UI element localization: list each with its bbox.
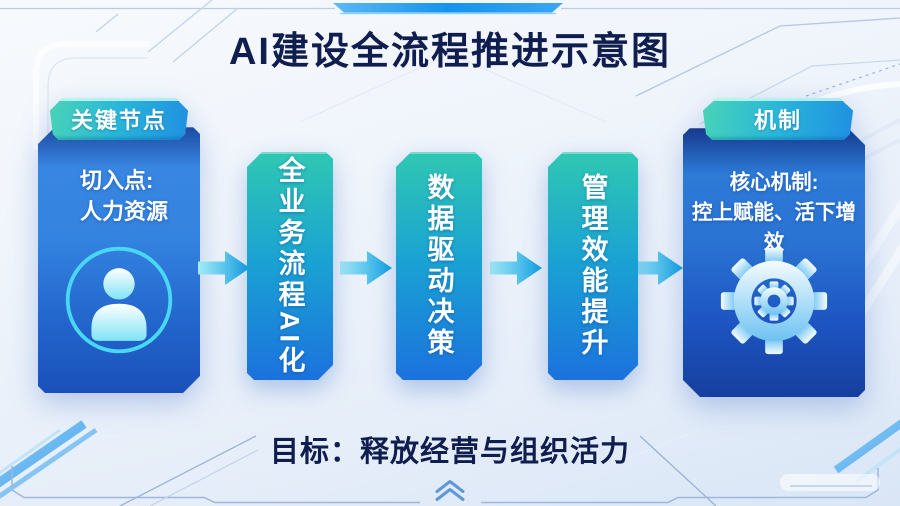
person-icon xyxy=(65,246,173,354)
flow-step-label-1: 全业务流程AI化 xyxy=(274,155,305,377)
flow-step-card-1: 全业务流程AI化 xyxy=(247,152,333,380)
key-node-text-line2: 人力资源 xyxy=(80,199,169,224)
mechanism-badge-label: 机制 xyxy=(753,108,802,133)
flow-step-label-2: 数据驱动决策 xyxy=(423,173,454,359)
key-node-text-line1: 切入点: xyxy=(80,168,154,193)
key-node-card: 关键节点 切入点: 人力资源 xyxy=(38,98,200,393)
flow-arrow-4 xyxy=(631,251,683,285)
flow-step-card-3: 管理效能提升 xyxy=(548,152,638,380)
key-node-badge: 关键节点 xyxy=(50,98,188,140)
double-chevron-up-icon xyxy=(435,480,465,501)
mechanism-card: 机制 核心机制: 控上赋能、活下增效 xyxy=(683,98,865,397)
mechanism-badge: 机制 xyxy=(703,98,853,140)
gear-icon xyxy=(720,247,828,355)
key-node-badge-label: 关键节点 xyxy=(70,108,167,133)
flow-step-label-3: 管理效能提升 xyxy=(577,173,608,359)
mechanism-text: 核心机制: 控上赋能、活下增效 xyxy=(683,168,865,258)
goal-text: 目标：释放经营与组织活力 xyxy=(269,436,630,468)
flow-arrow-3 xyxy=(490,251,542,285)
key-node-card-body xyxy=(38,127,200,393)
mechanism-text-line1: 核心机制: xyxy=(729,171,819,194)
flow-arrow-1 xyxy=(198,251,250,285)
flow-arrow-2 xyxy=(340,251,392,285)
flow-step-card-2: 数据驱动决策 xyxy=(396,152,482,380)
page-title: AI建设全流程推进示意图 xyxy=(228,31,671,73)
key-node-text: 切入点: 人力资源 xyxy=(80,165,168,227)
